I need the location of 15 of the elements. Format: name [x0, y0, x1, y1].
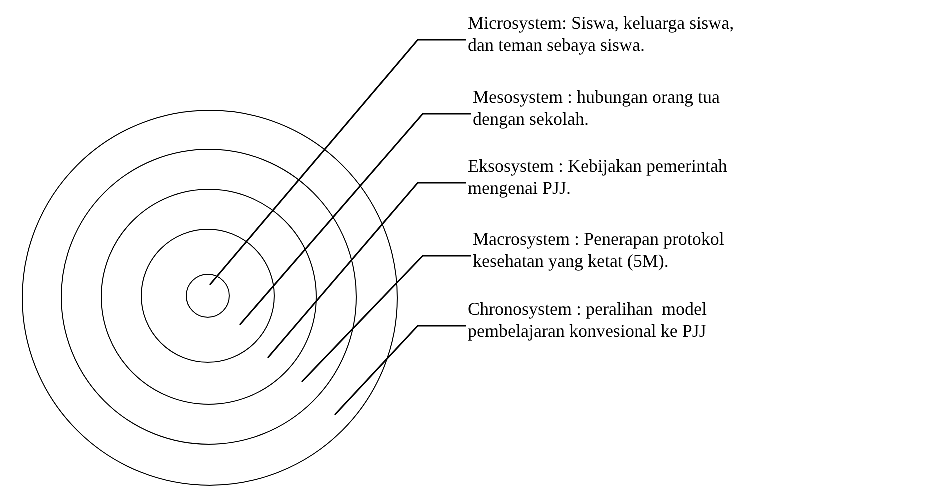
ring-circle — [22, 110, 398, 486]
layer-label: Eksosystem : Kebijakan pemerintah mengenai PJJ. — [468, 155, 748, 199]
leader-line — [267, 182, 466, 359]
leader-line — [334, 325, 466, 416]
leader-line — [209, 39, 466, 286]
layer-label: Chronosystem : peralihan model pembelajaran konvesional ke PJJ — [468, 298, 758, 342]
layer-label: Macrosystem : Penerapan protokol kesehatan yang ketat (5M). — [473, 228, 743, 272]
ring-circle — [141, 229, 276, 364]
leader-line — [301, 255, 471, 383]
leader-line — [239, 113, 471, 326]
layer-label: Microsystem: Siswa, keluarga siswa, dan teman sebaya siswa. — [468, 12, 758, 56]
ring-circle — [61, 149, 358, 446]
ring-circle — [100, 188, 317, 405]
ring-circle — [186, 274, 230, 318]
layer-label: Mesosystem : hubungan orang tua dengan sekolah. — [473, 86, 743, 130]
